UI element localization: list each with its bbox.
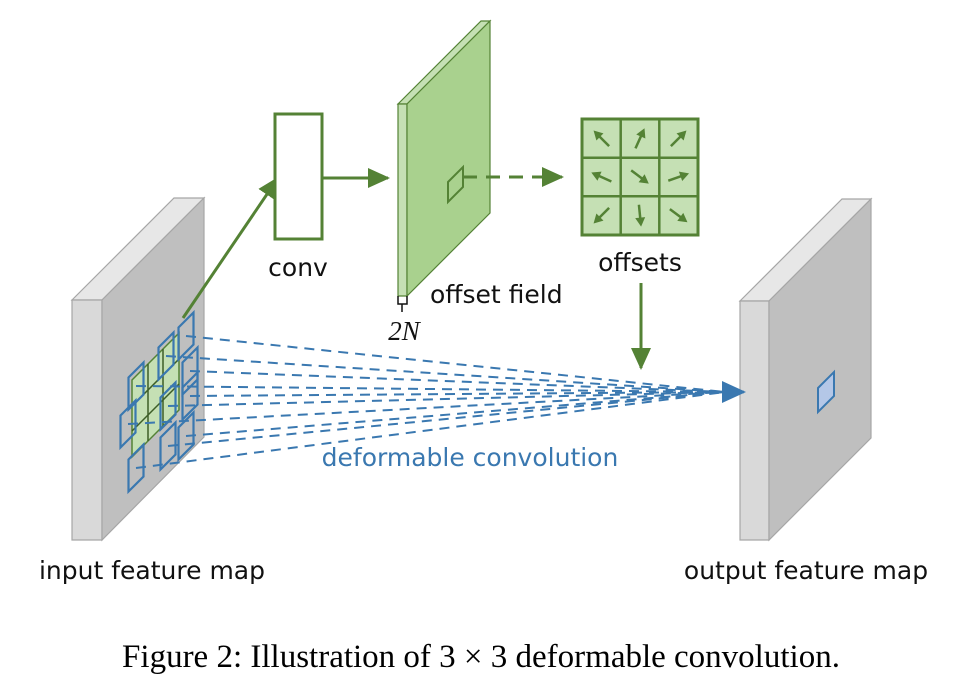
input-feature-map-label: input feature map — [39, 556, 265, 585]
offset-arrowhead-up-left — [593, 130, 604, 141]
deformable-convolution-label: deformable convolution — [322, 443, 619, 472]
sampling-line-6 — [167, 391, 726, 407]
offset-arrowhead-down-left — [593, 213, 604, 224]
deformable-sampling-lines — [127, 335, 726, 469]
figure-caption: Figure 2: Illustration of 3 × 3 deformab… — [122, 639, 840, 675]
offset-arrowhead-down — [635, 217, 646, 227]
offset-field-location — [447, 164, 464, 205]
offset-arrowhead-up-right-steep — [636, 128, 646, 139]
sampling-line-2 — [165, 355, 726, 393]
output-feature-map — [738, 197, 873, 542]
offset-arrowhead-down-right — [677, 212, 688, 223]
sampling-line-1 — [185, 335, 726, 393]
sampling-location-2 — [157, 329, 175, 383]
input-map-side — [71, 299, 103, 541]
output-location — [817, 369, 835, 415]
output-feature-map-label: output feature map — [684, 556, 928, 585]
channel-dim-bracket — [397, 296, 408, 312]
sampling-location-4 — [127, 359, 145, 413]
offset-field-label: offset field — [430, 280, 563, 309]
offsets-label: offsets — [598, 248, 682, 277]
offset-channels-label: 2N — [388, 316, 422, 346]
conv-box — [273, 112, 324, 241]
sampling-line-9 — [167, 391, 726, 447]
offset-arrowhead-down-right — [638, 174, 649, 184]
sampling-line-3 — [189, 370, 726, 393]
sampling-line-5 — [189, 391, 726, 397]
sampling-location-7 — [119, 397, 137, 451]
deformed-sampling-locations — [119, 309, 199, 495]
offset-arrowhead-up-right — [676, 130, 687, 141]
sampling-location-9 — [159, 419, 177, 473]
sampling-line-8 — [185, 391, 726, 437]
regular-sampling-grid — [131, 331, 180, 459]
sampling-line-7 — [127, 391, 726, 425]
conv-label: conv — [268, 253, 328, 282]
offset-arrowhead-left-slight-up — [591, 171, 602, 181]
sampling-line-10 — [135, 391, 726, 469]
sampling-location-6 — [159, 379, 177, 433]
sampling-line-4 — [135, 385, 726, 393]
sampling-location-10 — [127, 441, 145, 495]
input-to-conv-arrow — [181, 176, 280, 319]
offset-arrowhead-right-slight-up — [678, 171, 690, 182]
offset-field — [396, 19, 492, 298]
sampling-location-8 — [177, 409, 195, 463]
sampling-location-1 — [177, 309, 195, 363]
sampling-location-5 — [181, 369, 199, 423]
offsets-grid — [580, 117, 700, 237]
